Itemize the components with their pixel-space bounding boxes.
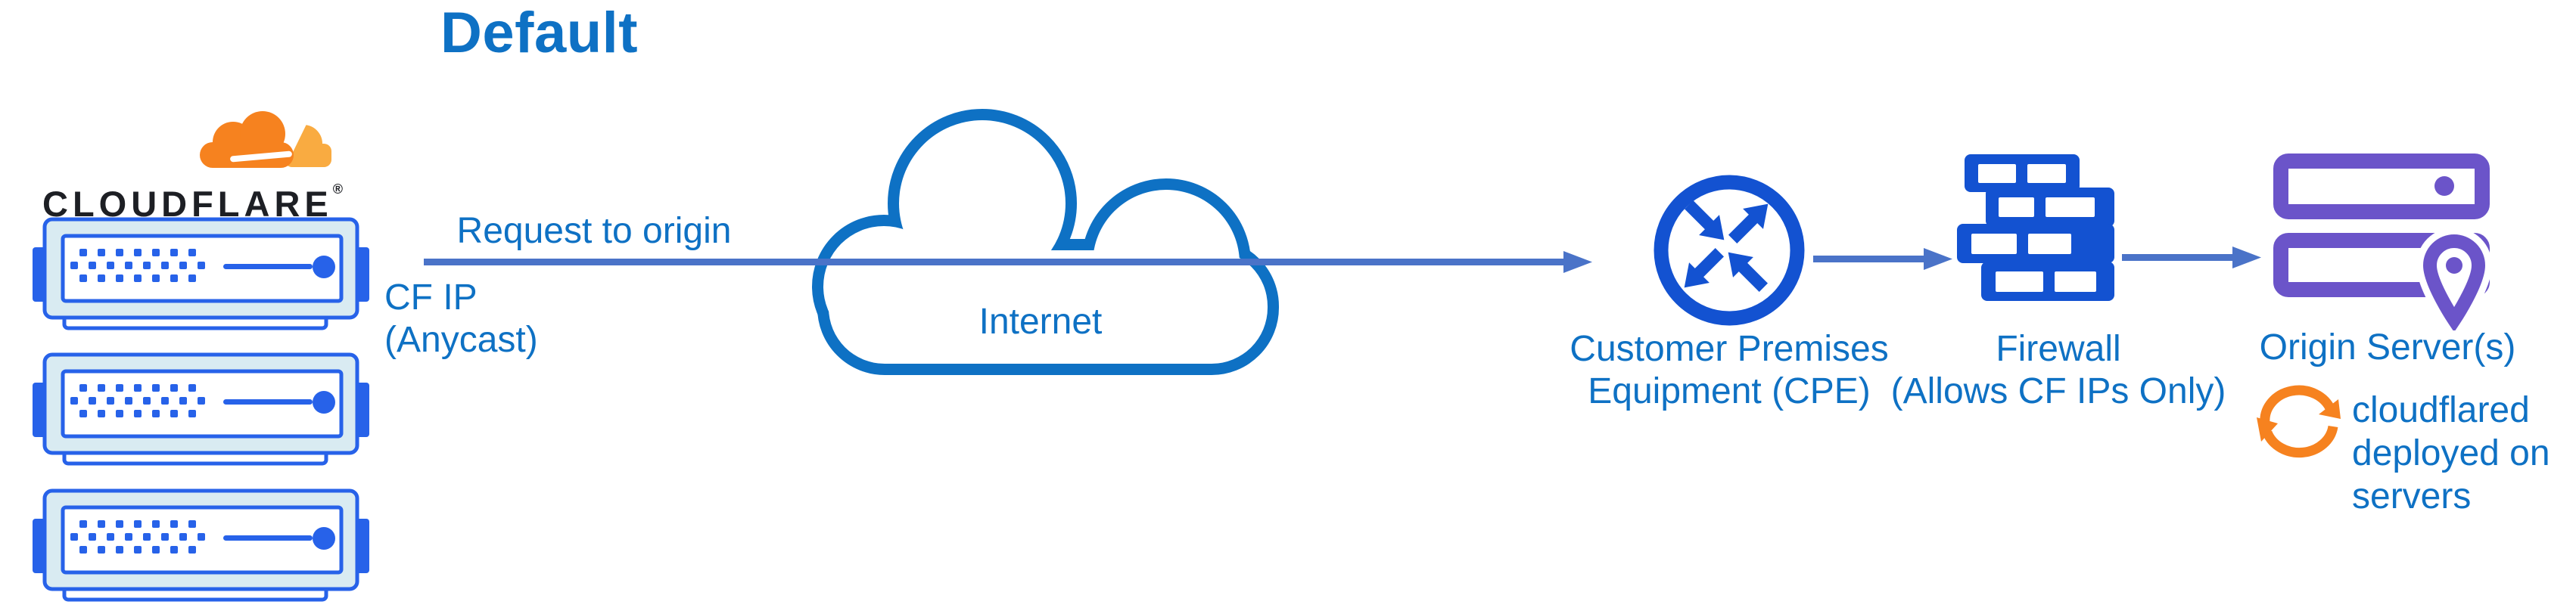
server-led-dots xyxy=(70,520,205,554)
edge-server-icon xyxy=(33,352,369,466)
origin-servers-icon xyxy=(2273,154,2491,330)
request-to-origin-label: Request to origin xyxy=(456,211,732,251)
origin-servers-label: Origin Server(s) xyxy=(2259,327,2516,367)
cpe-router-icon xyxy=(1654,175,1805,326)
edge-server-icon xyxy=(33,217,369,330)
firewall-icon xyxy=(1957,154,2114,301)
cpe-label-line1: Customer Premises xyxy=(1570,329,1889,369)
firewall-label: Firewall (Allows CF IPs Only) xyxy=(1884,328,2232,413)
server-led-dots xyxy=(70,249,205,282)
firewall-label-line1: Firewall xyxy=(1996,329,2121,369)
cloudflared-note-line3: servers xyxy=(2352,476,2472,516)
cloudflare-wordmark: CLOUDFLARE® xyxy=(42,181,343,225)
cloudflared-sync-icon xyxy=(2257,385,2341,458)
edge-server-icon xyxy=(33,488,369,602)
server-led-dots xyxy=(70,384,205,417)
cpe-to-firewall-arrow xyxy=(1813,248,1952,270)
anycast-line: (Anycast) xyxy=(384,320,538,360)
cpe-label-line2: Equipment (CPE) xyxy=(1588,371,1871,411)
page-title: Default xyxy=(440,1,639,65)
cloudflared-note-line1: cloudflared xyxy=(2352,390,2530,430)
internet-cloud-icon xyxy=(812,109,1279,375)
cf-ip-anycast-label: CF IP (Anycast) xyxy=(384,277,538,361)
request-to-origin-arrow xyxy=(424,251,1592,273)
cloudflared-note-line2: deployed on xyxy=(2352,433,2550,473)
cloudflared-note: cloudflared deployed on servers xyxy=(2352,389,2550,518)
internet-label: Internet xyxy=(978,302,1103,342)
firewall-to-origin-arrow xyxy=(2122,247,2261,268)
firewall-label-line2: (Allows CF IPs Only) xyxy=(1890,371,2226,411)
cloudflare-logo-icon xyxy=(200,111,331,178)
cf-ip-line: CF IP xyxy=(384,278,478,318)
location-pin-icon xyxy=(2422,234,2486,330)
registered-mark: ® xyxy=(332,181,344,197)
cloudflare-wordmark-text: CLOUDFLARE xyxy=(42,184,333,224)
cpe-label: Customer Premises Equipment (CPE) xyxy=(1555,328,1903,413)
